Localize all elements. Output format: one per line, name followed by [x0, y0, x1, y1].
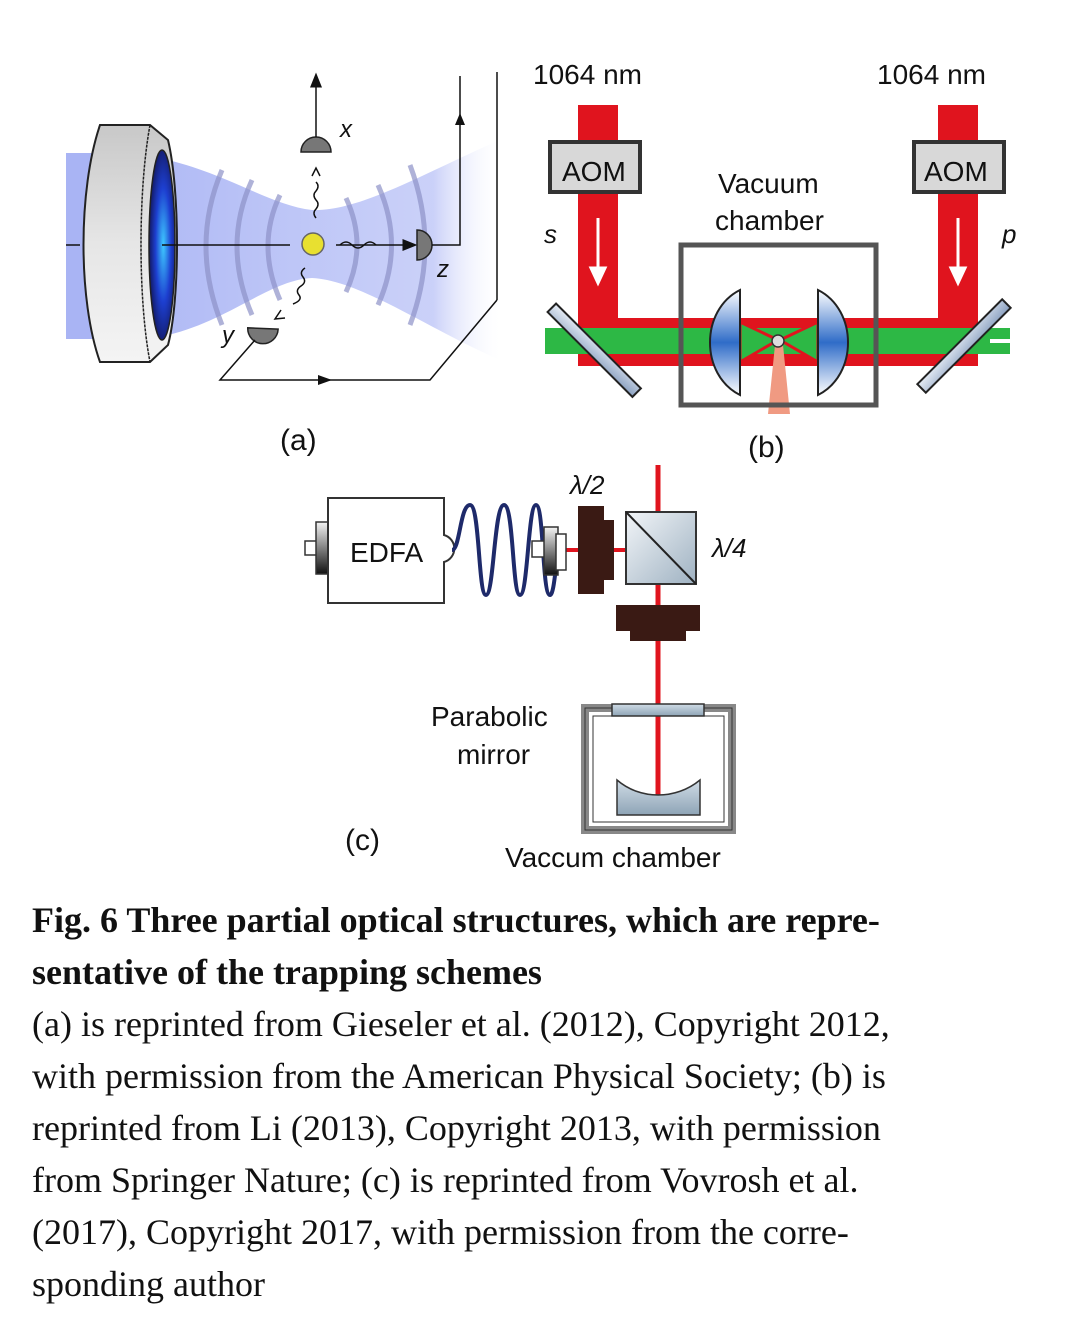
- lens-left: [709, 288, 741, 397]
- quarter-wave-plate: [616, 605, 700, 631]
- caption-line: sponding author: [32, 1264, 265, 1304]
- caption-line: reprinted from Li (2013), Copyright 2013…: [32, 1108, 881, 1148]
- panel-b-label: (b): [748, 431, 785, 464]
- panel-c-label: (c): [345, 824, 380, 857]
- axis-label-y: y: [220, 322, 236, 349]
- caption-line: (2017), Copyright 2017, with permission …: [32, 1212, 849, 1252]
- half-wave-label: λ/2: [568, 470, 605, 500]
- chamber-label-line2: chamber: [715, 205, 824, 236]
- wavelength-left: 1064 nm: [533, 59, 642, 90]
- panel-b: 1064 nm 1064 nm AOM AOM s p: [533, 59, 1016, 464]
- optical-trapping-figure: x z y (a) 1064 nm 1064 nm AOM: [66, 59, 1016, 873]
- fiber-coil: [450, 502, 562, 598]
- chamber-label-c: Vaccum chamber: [505, 842, 721, 873]
- beam-direction-arrows: [588, 218, 968, 287]
- particle-b: [771, 334, 785, 348]
- panel-c: EDFA λ/2 λ/4 Parabolic mirror (c) Vaccum…: [304, 465, 746, 873]
- detector-x-icon: [300, 136, 332, 153]
- caption-line: (a) is reprinted from Gieseler et al. (2…: [32, 1004, 890, 1044]
- caption-title-line-1: Fig. 6 Three partial optical structures,…: [32, 900, 880, 940]
- aom-left-label: AOM: [562, 156, 626, 187]
- aom-left-box: [548, 140, 642, 194]
- vacuum-chamber-b: [678, 242, 879, 408]
- figure-caption-title: Fig. 6 Three partial optical structures,…: [32, 894, 1040, 998]
- edfa-label: EDFA: [350, 537, 423, 568]
- chamber-label-line1: Vacuum: [718, 168, 819, 199]
- caption-line: from Springer Nature; (c) is reprinted f…: [32, 1160, 859, 1200]
- panel-a: x z y (a): [66, 72, 500, 457]
- axis-label-z: z: [436, 256, 449, 283]
- axis-label-x: x: [339, 116, 353, 143]
- caption-title-line-2: sentative of the trapping schemes: [32, 952, 542, 992]
- detector-y-icon: [246, 327, 279, 345]
- quarter-wave-label: λ/4: [710, 533, 746, 563]
- mirror-label-line1: Parabolic: [431, 701, 548, 732]
- mirror-left: [546, 302, 643, 399]
- polarization-left: s: [544, 219, 557, 249]
- mirror-right: [915, 297, 1013, 395]
- mirror-label-line2: mirror: [457, 739, 530, 770]
- trapped-particle: [301, 232, 325, 256]
- wavelength-right: 1064 nm: [877, 59, 986, 90]
- parabolic-mirror: [616, 778, 701, 816]
- aom-right-label: AOM: [924, 156, 988, 187]
- scatter-cone: [768, 345, 790, 414]
- half-wave-plate: [578, 506, 604, 594]
- chamber-window: [611, 703, 705, 717]
- aom-right-box: [912, 140, 1006, 194]
- panel-a-label: (a): [280, 424, 317, 457]
- polarization-right: p: [1001, 219, 1016, 249]
- lens-right: [817, 288, 849, 397]
- figure-caption-body: (a) is reprinted from Gieseler et al. (2…: [32, 998, 1040, 1310]
- detector-z-icon: [416, 229, 433, 261]
- caption-line: with permission from the American Physic…: [32, 1056, 886, 1096]
- trap-beam: [168, 140, 500, 360]
